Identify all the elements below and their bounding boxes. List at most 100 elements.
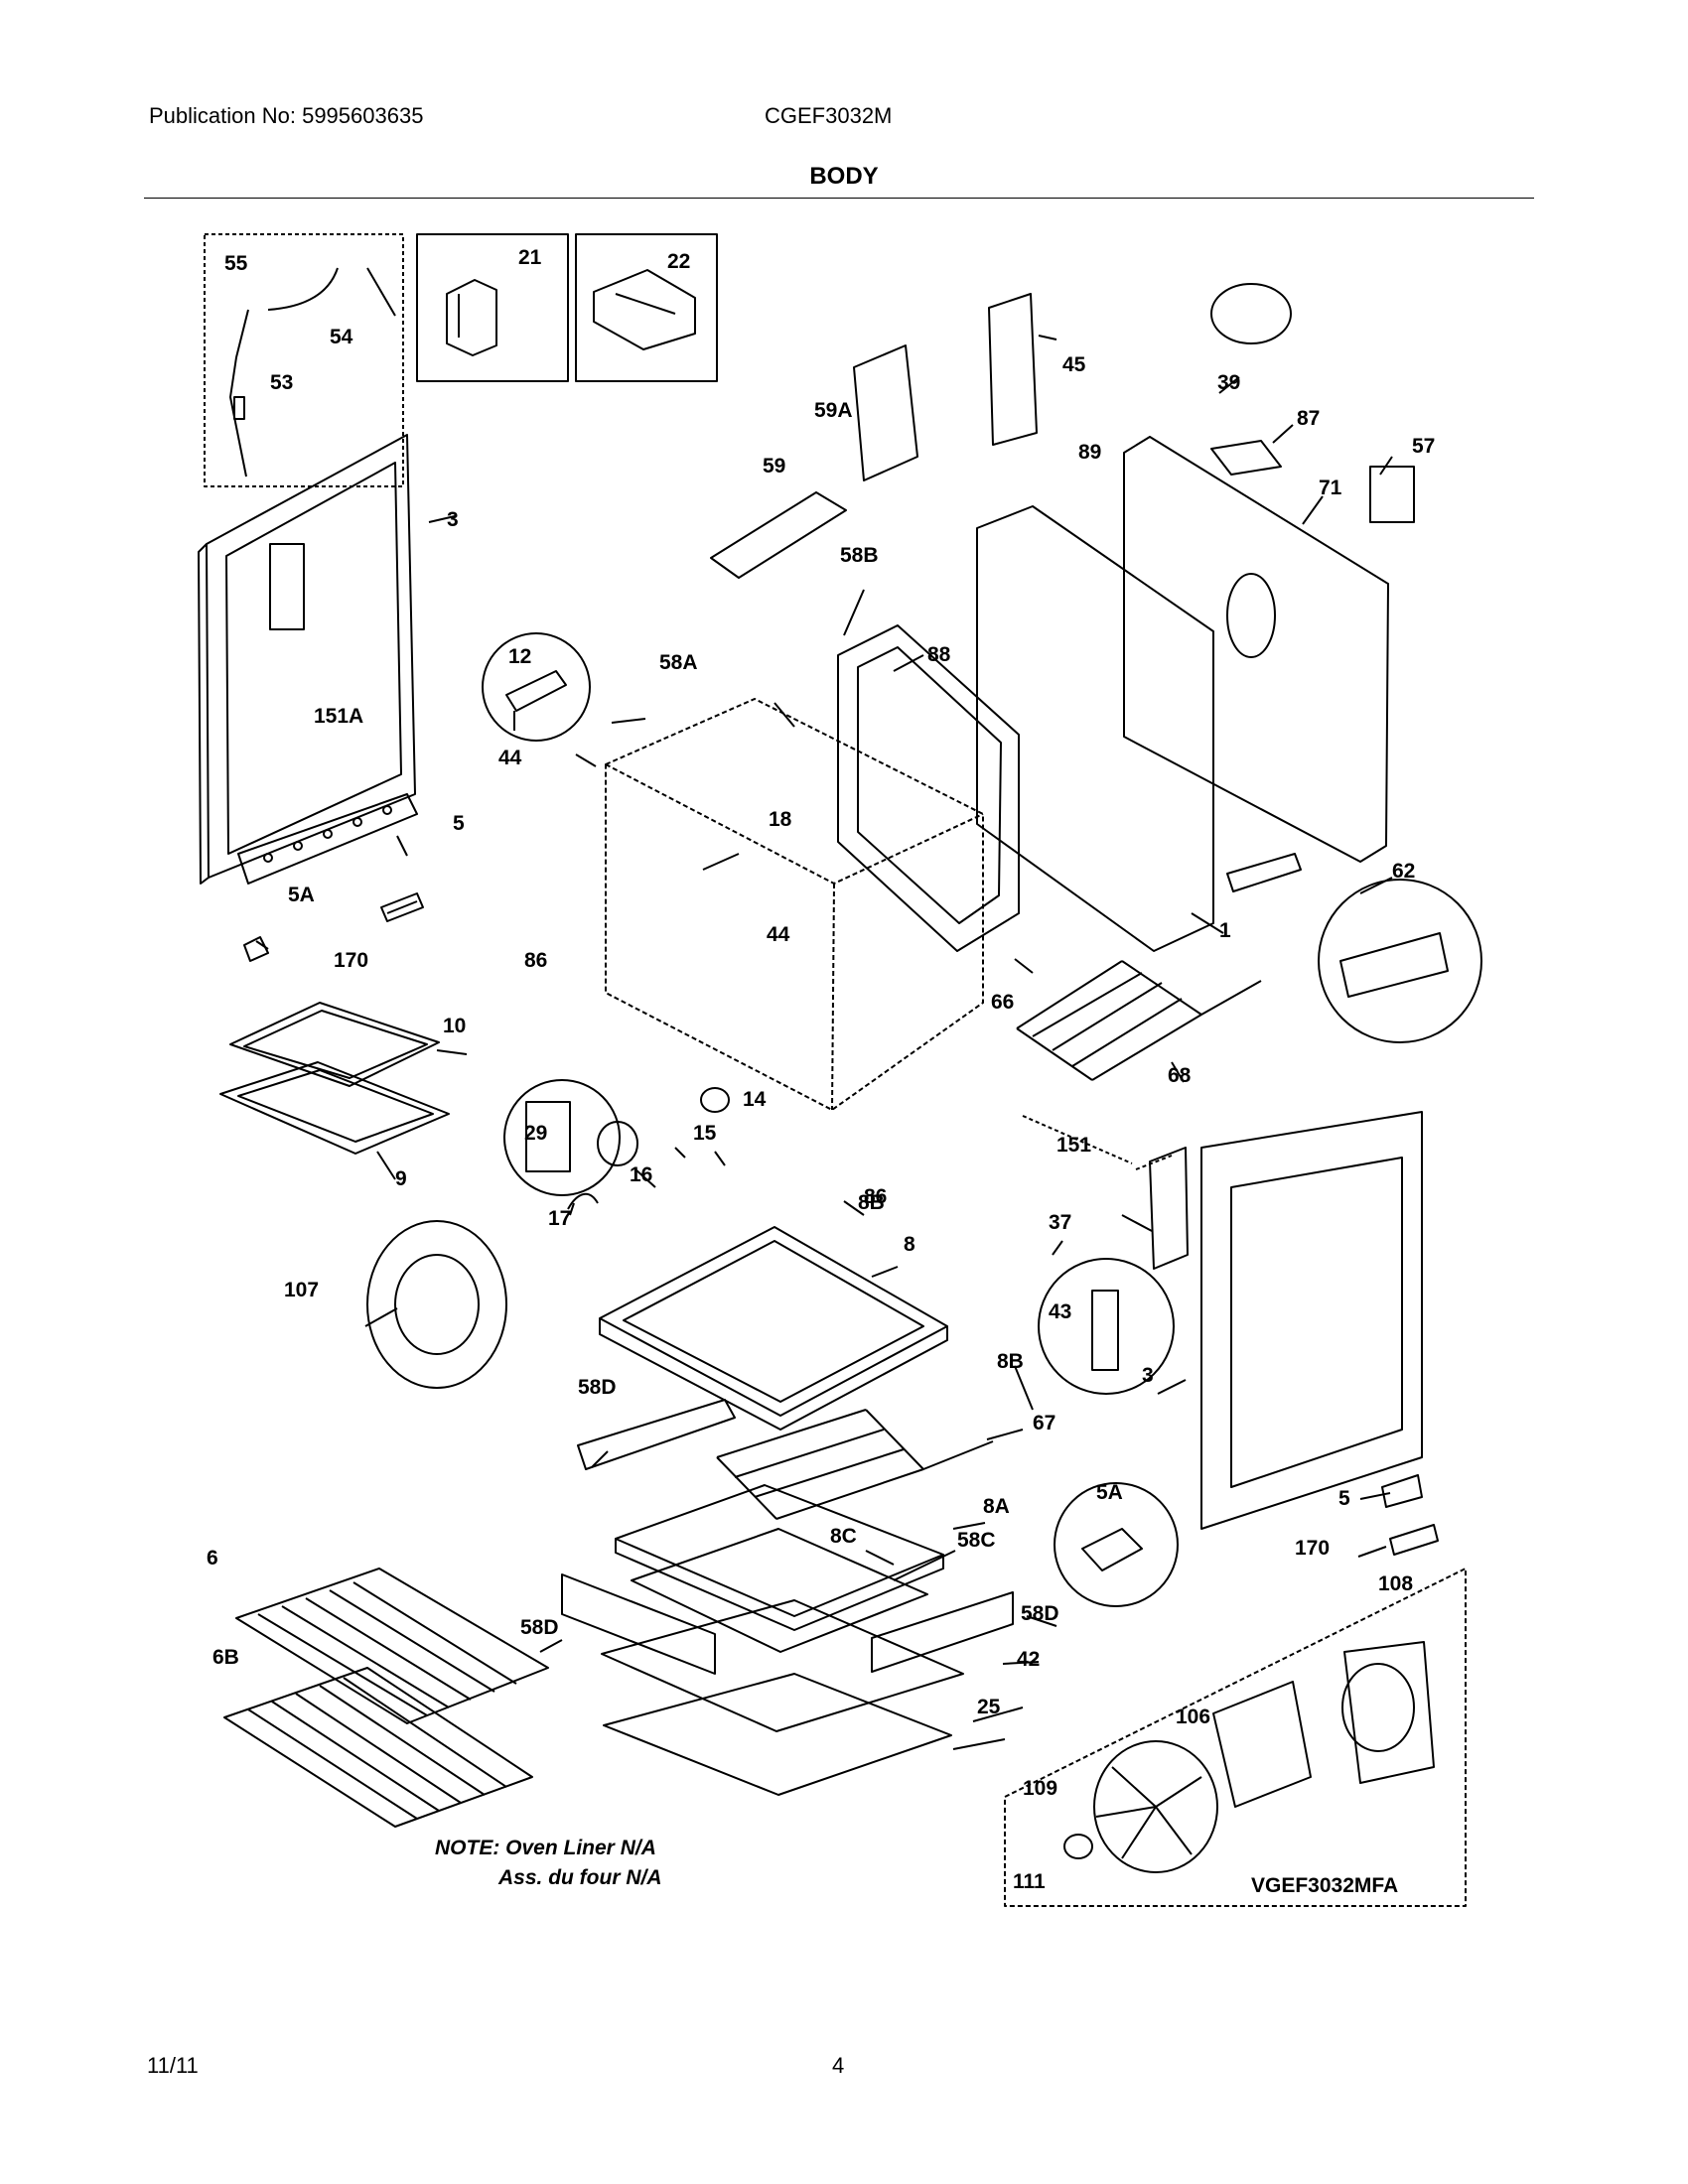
part-label: 25	[977, 1696, 1001, 1718]
part-label: 107	[284, 1279, 319, 1301]
part-label: 44	[767, 923, 790, 946]
door-handle-bracket	[269, 543, 305, 630]
tray-8	[599, 1226, 948, 1417]
door-left	[206, 434, 416, 879]
model-number: CGEF3032M	[765, 103, 893, 128]
part-label: 8B	[997, 1350, 1024, 1373]
part-label: 5	[1338, 1487, 1350, 1510]
part-label: 170	[334, 949, 368, 972]
fan-blade-109	[1093, 1740, 1218, 1873]
fan-cover-107	[366, 1220, 507, 1389]
part-label: 151	[1056, 1134, 1091, 1157]
part-label: 6	[207, 1547, 218, 1570]
probe-plug	[233, 396, 245, 420]
inset-box-22	[575, 233, 718, 382]
part-label: 111	[1013, 1870, 1046, 1893]
broil-element-66	[1016, 960, 1262, 1081]
part-5-right	[1381, 1474, 1423, 1508]
inset-box-21	[416, 233, 569, 382]
oven-liner	[605, 698, 984, 1111]
part-label: 14	[743, 1088, 767, 1111]
part-label: 108	[1378, 1572, 1413, 1595]
part-43-callout	[1038, 1258, 1175, 1395]
page-title: BODY	[809, 163, 879, 190]
part-62-callout	[1318, 879, 1482, 1043]
part-17	[567, 1193, 599, 1210]
part-label: 66	[991, 991, 1014, 1014]
part-5A-left	[243, 936, 269, 962]
part-label: 58C	[957, 1529, 996, 1552]
side-panel-right	[1200, 1111, 1423, 1530]
part-label: 87	[1297, 407, 1320, 430]
part-label: 106	[1176, 1706, 1210, 1728]
part-label: 57	[1412, 435, 1435, 458]
part-label: 67	[1033, 1412, 1055, 1434]
part-21	[446, 279, 497, 356]
part-number-labels: 55 21 22 54 53 3 151A 12 44 5 5A 170 86 …	[207, 246, 1435, 1897]
part-label: 55	[224, 252, 248, 275]
fan-nut-111	[1063, 1834, 1093, 1859]
part-label: 86	[524, 949, 547, 972]
rear-cover	[1123, 436, 1389, 863]
part-42	[601, 1599, 964, 1732]
part-label: 8C	[830, 1525, 857, 1548]
part-label: 54	[330, 326, 353, 348]
publication-number: Publication No: 5995603635	[149, 103, 424, 128]
part-label: 44	[498, 747, 522, 769]
part-label: 16	[630, 1163, 652, 1186]
part-label: 8B	[858, 1191, 885, 1214]
insulation-58D-left	[577, 1399, 736, 1470]
fan-bracket-106	[1212, 1681, 1312, 1808]
part-16	[597, 1121, 638, 1166]
duct-59A	[853, 344, 918, 481]
part-label: 9	[395, 1167, 407, 1190]
part-12-callout	[482, 632, 591, 742]
door-left-inner	[225, 462, 402, 855]
part-label: 15	[693, 1122, 717, 1145]
part-label: 86	[864, 1185, 887, 1208]
part-label: 18	[769, 808, 792, 831]
insulation-58C	[631, 1528, 928, 1653]
part-label: 170	[1295, 1537, 1330, 1560]
inset-box-probe	[204, 233, 404, 487]
part-label: 3	[1142, 1364, 1154, 1387]
part-label: 6B	[212, 1646, 239, 1669]
bake-element-67	[716, 1409, 994, 1520]
part-label: 53	[270, 371, 293, 394]
part-label: 59A	[814, 399, 853, 422]
part-label: 1	[1219, 919, 1231, 942]
diagram-code: VGEF3032MFA	[1251, 1874, 1398, 1897]
part-label: 21	[518, 246, 542, 269]
note-oven-liner: NOTE: Oven Liner N/A	[435, 1837, 656, 1859]
part-label: 8A	[983, 1495, 1010, 1518]
part-label: 89	[1078, 441, 1101, 464]
part-label: 37	[1049, 1211, 1071, 1234]
part-label: 62	[1392, 860, 1415, 883]
back-panel	[976, 505, 1214, 952]
footer-date: 11/11	[147, 2053, 199, 2078]
part-25	[603, 1673, 952, 1796]
page-number: 4	[832, 2053, 845, 2078]
part-label: 3	[447, 508, 459, 531]
part-5A-callout	[1054, 1482, 1179, 1607]
broil-pan-9	[219, 1061, 450, 1155]
convection-inset-box	[1004, 1568, 1467, 1907]
part-29-callout	[503, 1079, 621, 1196]
part-39	[1210, 283, 1292, 344]
part-label: 5A	[1096, 1481, 1123, 1504]
part-label: 12	[508, 645, 531, 668]
part-label: 58D	[578, 1376, 617, 1399]
part-label: 88	[927, 643, 951, 666]
part-label: 43	[1049, 1300, 1071, 1323]
part-label: 58D	[520, 1616, 559, 1639]
part-label: 58D	[1021, 1602, 1059, 1625]
broil-pan-10	[229, 1002, 440, 1087]
part-label: 5A	[288, 884, 315, 906]
duct-59	[710, 491, 847, 579]
probe-wire	[229, 267, 396, 478]
part-label: 109	[1023, 1777, 1057, 1800]
part-label: 151A	[314, 705, 363, 728]
part-label: 10	[443, 1015, 466, 1037]
part-87	[1210, 440, 1282, 476]
